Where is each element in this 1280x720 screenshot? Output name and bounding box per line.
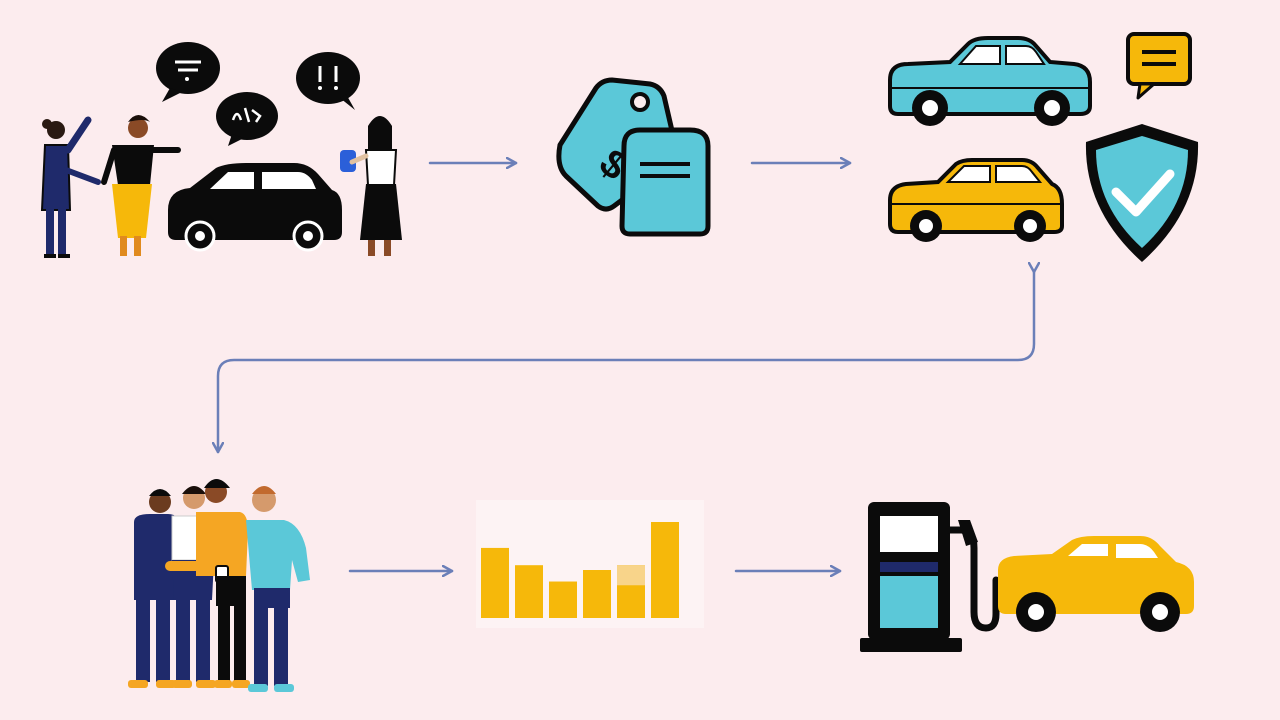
teal-car-icon bbox=[888, 36, 1092, 126]
connector-arrows bbox=[218, 163, 1034, 571]
chart-bar-highlight bbox=[617, 565, 645, 586]
fuel-pump-with-car-icon bbox=[860, 502, 1194, 652]
chart-bars bbox=[481, 522, 679, 618]
speech-bubble-icon bbox=[296, 52, 360, 110]
group-of-people-icon bbox=[128, 479, 310, 692]
speech-bubble-icon bbox=[156, 42, 220, 102]
orange-car-icon bbox=[888, 158, 1064, 242]
person-icon bbox=[101, 115, 181, 256]
person-icon bbox=[340, 116, 402, 256]
chart-bar bbox=[481, 547, 509, 618]
shield-check-icon bbox=[1085, 124, 1199, 262]
price-tag-icon: $ bbox=[556, 77, 711, 237]
arrow-cars-to-group-bidirectional bbox=[218, 272, 1034, 454]
chart-bar bbox=[651, 522, 679, 618]
chart-bar bbox=[583, 570, 611, 618]
person-icon bbox=[246, 486, 310, 692]
bar-chart-icon bbox=[476, 500, 704, 628]
cars-with-shield-icon bbox=[888, 32, 1199, 262]
people-talking-with-car-icon bbox=[40, 42, 402, 258]
fuel-pump-icon bbox=[860, 502, 1000, 652]
yellow-car-icon bbox=[998, 536, 1194, 632]
person-icon bbox=[128, 489, 180, 688]
person-icon bbox=[40, 116, 101, 258]
car-icon bbox=[168, 163, 342, 252]
chart-bar bbox=[515, 565, 543, 618]
bag-icon bbox=[340, 150, 356, 172]
person-icon bbox=[165, 479, 250, 688]
chart-bar bbox=[549, 581, 577, 618]
speech-bubble-icon bbox=[216, 92, 278, 146]
chat-bubble-icon bbox=[1126, 32, 1192, 100]
